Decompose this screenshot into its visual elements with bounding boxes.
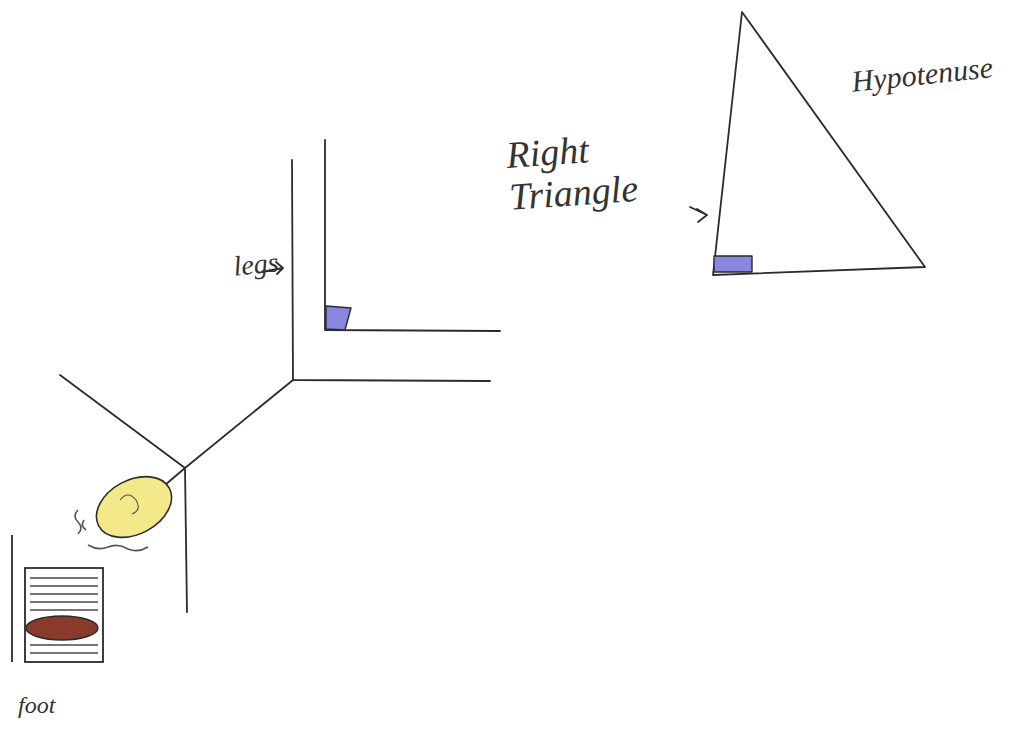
handwritten-label: Right Triangle <box>505 122 690 218</box>
handwritten-label: foot <box>18 692 55 718</box>
handwritten-label: legs <box>232 247 280 282</box>
handwritten-label: Hypotenuse <box>850 50 994 98</box>
